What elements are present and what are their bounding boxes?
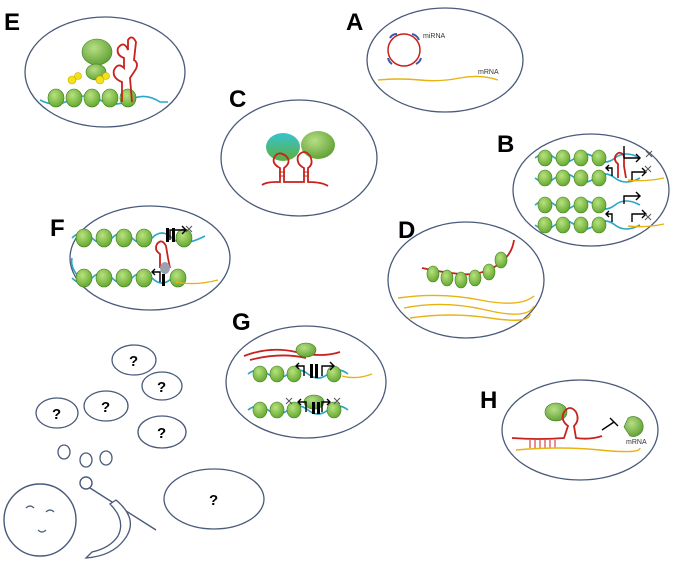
panel-b-oval xyxy=(512,133,670,247)
thought-bubble xyxy=(111,344,157,376)
thought-trail-dot xyxy=(57,444,71,460)
panel-c-protein-right xyxy=(301,131,335,159)
thought-bubbles: ? ? ? ? ? ? xyxy=(35,344,265,530)
panel-f-arrows xyxy=(151,225,187,286)
panel-h-lncrna xyxy=(511,407,603,440)
scientist-figure xyxy=(3,476,157,559)
panel-a-letter: A xyxy=(346,9,363,36)
panel-b-mrna xyxy=(627,223,665,228)
panel-d-letter: D xyxy=(398,217,415,244)
panel-h-mrna xyxy=(515,447,641,453)
panel-f-oval xyxy=(69,205,231,311)
panel-a-mirna xyxy=(387,57,393,65)
panel-a-mrna xyxy=(377,75,499,82)
panel-c-protein-left xyxy=(266,133,300,161)
thought-bubble xyxy=(137,415,187,449)
panel-e-nucleosome xyxy=(83,88,101,108)
panel-a-mirna xyxy=(411,33,420,41)
panel-g-arrows xyxy=(295,361,335,414)
panel-g-letter: G xyxy=(232,309,251,336)
panel-h-mrna-label: mRNA xyxy=(626,439,647,446)
panel-c: C xyxy=(220,86,378,217)
panel-g-lncrna xyxy=(243,348,341,361)
panel-e: E xyxy=(4,9,186,128)
panel-a-mirna xyxy=(415,57,422,65)
panel-h-ribosome-free xyxy=(623,416,644,437)
scientist-head xyxy=(3,483,77,557)
question-mark: ? xyxy=(52,406,61,423)
panel-a-mirna-label: miRNA xyxy=(423,33,445,40)
panel-f-lncrna xyxy=(155,240,171,269)
panel-f-letter: F xyxy=(50,215,65,242)
scientist-eye xyxy=(45,509,55,513)
panel-h-letter: H xyxy=(480,387,497,414)
scientist-mouth xyxy=(37,529,47,533)
thought-bubble xyxy=(141,371,183,401)
panel-g-nucleosomes xyxy=(252,365,342,419)
panel-e-lncrna xyxy=(112,36,138,103)
magnifier-lens xyxy=(79,476,93,490)
panel-e-nucleosome xyxy=(101,88,119,108)
panel-e-nucleosome xyxy=(47,88,65,108)
thought-bubble xyxy=(83,390,129,422)
panel-c-letter: C xyxy=(229,86,246,113)
question-mark: ? xyxy=(101,399,110,416)
question-mark: ? xyxy=(129,353,138,370)
panel-a-mirna xyxy=(389,33,398,39)
question-mark: ? xyxy=(209,492,218,509)
panel-e-protein-complex xyxy=(81,38,113,66)
question-mark: ? xyxy=(157,379,166,396)
panel-a-oval xyxy=(366,7,524,113)
thought-bubble-large xyxy=(163,468,265,530)
panel-g-mrna xyxy=(341,373,373,379)
panel-e-methyl-marks xyxy=(67,72,110,85)
panel-g-cross-marks xyxy=(285,397,341,405)
scientist-eye xyxy=(25,505,35,509)
panel-h-oval xyxy=(501,379,659,481)
panel-d-mrna xyxy=(409,313,531,321)
panel-h-pairing xyxy=(529,440,556,448)
panel-f-protein xyxy=(160,262,170,274)
panel-f: F xyxy=(50,205,231,311)
panel-b-letter: B xyxy=(497,131,514,158)
thought-trail-dot xyxy=(99,450,113,466)
panel-h-inhibition xyxy=(601,417,619,431)
panel-b-cross-marks xyxy=(644,150,653,221)
question-mark: ? xyxy=(157,425,166,442)
panel-d-mrna xyxy=(397,294,535,304)
panel-c-lncrna xyxy=(261,151,329,187)
panel-d: D xyxy=(387,217,545,339)
panel-f-nucleosomes xyxy=(75,228,193,288)
panel-h-ribosome xyxy=(544,402,568,422)
thought-trail-dot xyxy=(79,452,93,468)
panel-g-protein xyxy=(295,342,317,358)
panel-b-arrows xyxy=(605,146,647,222)
panel-g: G xyxy=(225,309,387,439)
panel-b-lncrna xyxy=(613,151,627,179)
thought-bubble xyxy=(35,397,79,429)
panel-a-circrna xyxy=(387,33,421,67)
panel-b-nucleosomes xyxy=(537,149,607,234)
panel-d-nucleosomes xyxy=(426,251,508,289)
panel-h: H mRNA xyxy=(480,379,659,481)
panel-d-mrna xyxy=(403,303,535,315)
panel-f-mrna xyxy=(175,279,219,285)
panel-a-mrna-label: mRNA xyxy=(478,69,499,76)
scientist-hand xyxy=(84,499,132,559)
panel-e-nucleosome xyxy=(65,88,83,108)
panel-a: A miRNA mRNA xyxy=(346,7,524,113)
panel-b: B xyxy=(497,131,670,247)
panel-e-letter: E xyxy=(4,9,20,36)
panel-b-mrna xyxy=(627,177,665,182)
panel-c-oval xyxy=(220,99,378,217)
panel-f-cross-mark xyxy=(185,225,193,233)
